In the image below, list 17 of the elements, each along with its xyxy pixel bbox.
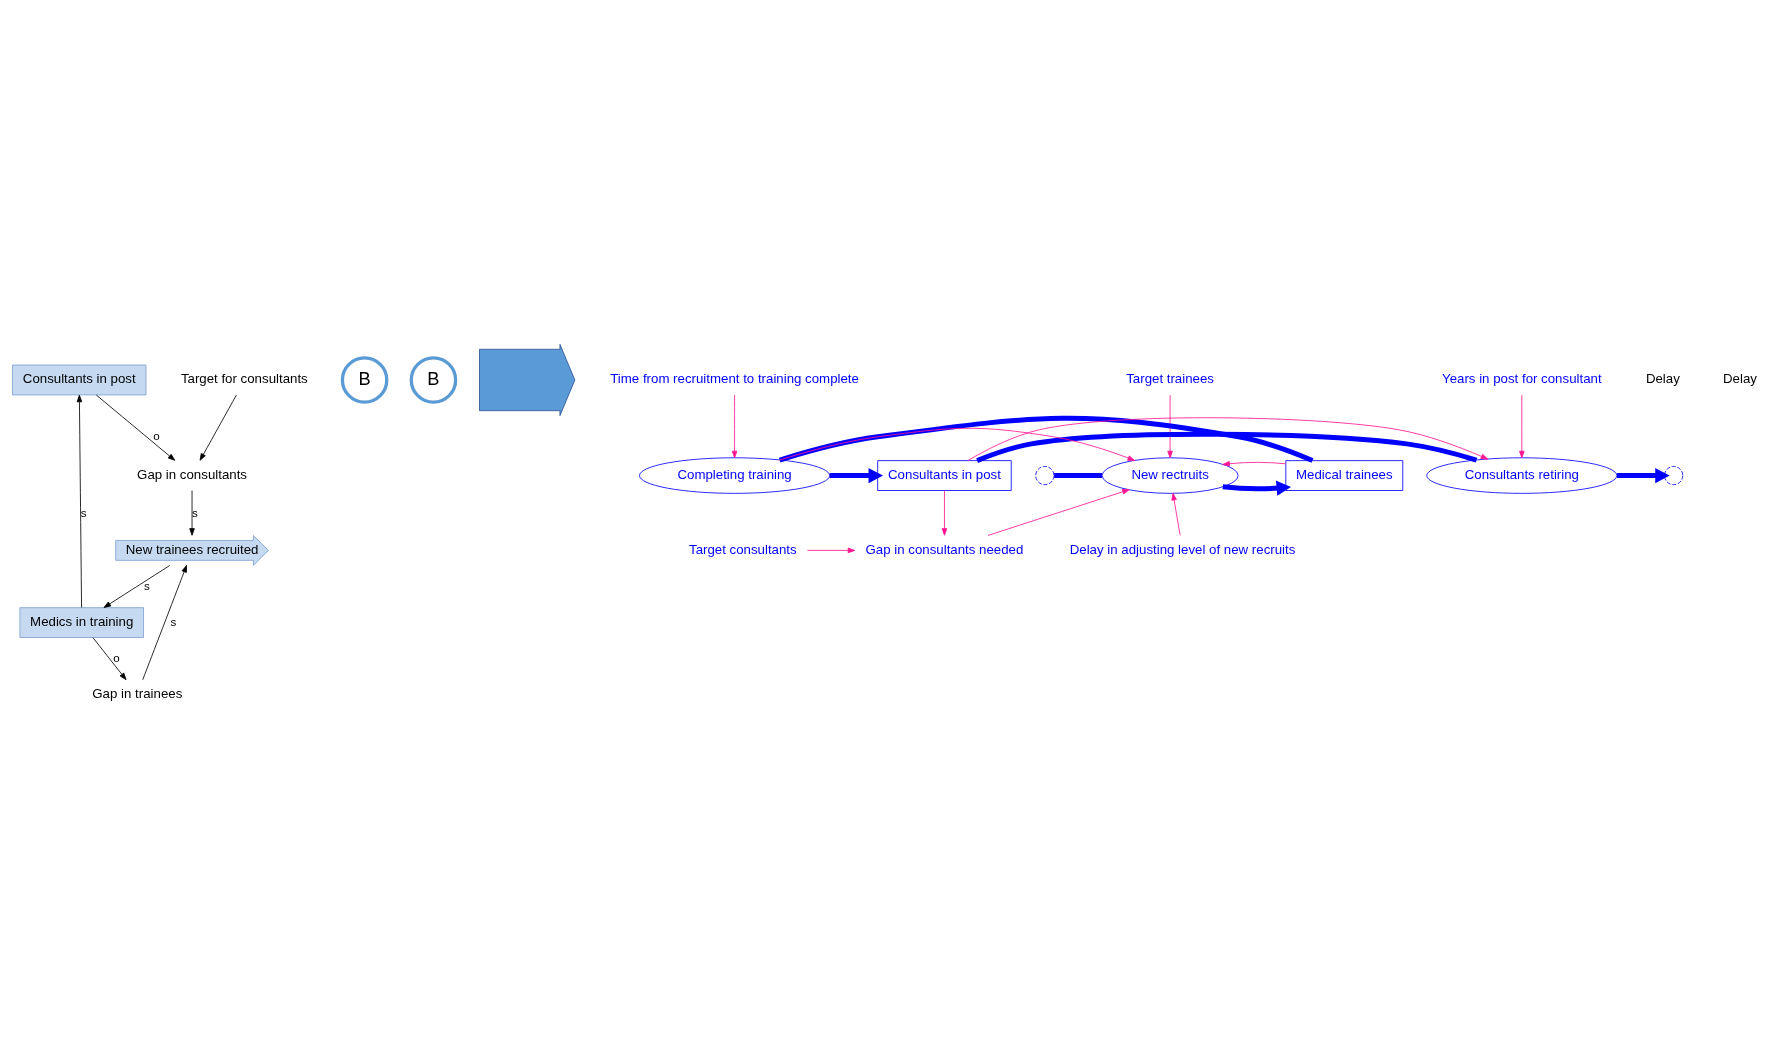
edge-label: s — [170, 614, 177, 628]
edge-label: o — [113, 650, 120, 664]
node-text: Gap in consultants — [137, 466, 247, 482]
node-text: Gap in trainees — [92, 685, 183, 701]
edge-label: s — [143, 578, 150, 592]
edge-label: s — [80, 505, 87, 519]
node-text: Delay in adjusting level of new recruits — [1069, 541, 1296, 557]
node-text: Years in post for consultant — [1442, 370, 1602, 386]
edge-label: s — [192, 505, 198, 519]
label: Delay — [1645, 370, 1680, 386]
node-text: Time from recruitment to training complete — [610, 370, 859, 386]
node-text: Target for consultants — [180, 370, 308, 386]
label: Delay — [1723, 370, 1757, 386]
node-text: Gap in consultants needed — [865, 541, 1024, 557]
edge-label: o — [153, 428, 160, 442]
node-text: Target consultants — [689, 541, 797, 557]
node-text: Target trainees — [1126, 370, 1214, 386]
